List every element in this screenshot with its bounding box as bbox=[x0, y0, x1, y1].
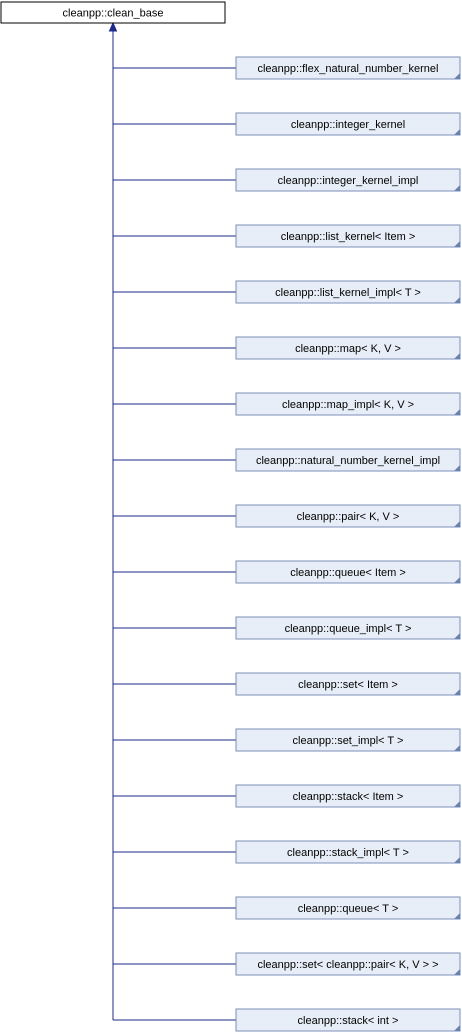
class-node-box bbox=[235, 784, 461, 808]
inheritance-arrowhead bbox=[108, 21, 118, 32]
more-indicator-icon bbox=[454, 857, 460, 863]
class-node-label: cleanpp::stack_impl< T > bbox=[287, 847, 409, 859]
class-node-label: cleanpp::list_kernel< Item > bbox=[281, 231, 416, 243]
more-indicator-icon bbox=[454, 801, 460, 807]
class-node-label: cleanpp::set_impl< T > bbox=[293, 735, 404, 747]
class-node-box bbox=[235, 672, 461, 696]
class-node-box bbox=[235, 448, 461, 472]
class-node[interactable]: cleanpp::map< K, V > bbox=[235, 336, 461, 360]
class-node-label: cleanpp::pair< K, V > bbox=[297, 511, 400, 523]
inheritance-edges bbox=[108, 21, 236, 1021]
class-node-box bbox=[235, 112, 461, 136]
class-node[interactable]: cleanpp::set< cleanpp::pair< K, V > > bbox=[235, 952, 461, 976]
more-indicator-icon bbox=[454, 913, 460, 919]
class-node-box bbox=[235, 336, 461, 360]
class-node-box bbox=[235, 280, 461, 304]
class-node[interactable]: cleanpp::set< Item > bbox=[235, 672, 461, 696]
class-node[interactable]: cleanpp::queue_impl< T > bbox=[235, 616, 461, 640]
class-node[interactable]: cleanpp::queue< T > bbox=[235, 896, 461, 920]
class-node-label: cleanpp::natural_number_kernel_impl bbox=[256, 455, 440, 467]
class-node-box bbox=[235, 1008, 461, 1032]
more-indicator-icon bbox=[454, 969, 460, 975]
class-node[interactable]: cleanpp::integer_kernel bbox=[235, 112, 461, 136]
class-node[interactable]: cleanpp::queue< Item > bbox=[235, 560, 461, 584]
class-node-label: cleanpp::queue< Item > bbox=[290, 567, 406, 579]
class-node-label: cleanpp::queue_impl< T > bbox=[285, 623, 412, 635]
class-node[interactable]: cleanpp::natural_number_kernel_impl bbox=[235, 448, 461, 472]
class-node[interactable]: cleanpp::stack< Item > bbox=[235, 784, 461, 808]
class-node[interactable]: cleanpp::list_kernel_impl< T > bbox=[235, 280, 461, 304]
more-indicator-icon bbox=[454, 521, 460, 527]
class-node-box bbox=[235, 896, 461, 920]
class-node[interactable]: cleanpp::list_kernel< Item > bbox=[235, 224, 461, 248]
class-node-label: cleanpp::integer_kernel bbox=[291, 119, 405, 131]
root-node[interactable]: cleanpp::clean_base bbox=[0, 1, 226, 24]
class-node-label: cleanpp::set< cleanpp::pair< K, V > > bbox=[257, 959, 438, 971]
more-indicator-icon bbox=[454, 465, 460, 471]
more-indicator-icon bbox=[454, 241, 460, 247]
class-node[interactable]: cleanpp::stack_impl< T > bbox=[235, 840, 461, 864]
class-node[interactable]: cleanpp::flex_natural_number_kernel bbox=[235, 56, 461, 80]
class-node-label: cleanpp::set< Item > bbox=[298, 679, 398, 691]
more-indicator-icon bbox=[454, 297, 460, 303]
class-node-box bbox=[235, 392, 461, 416]
class-node-box bbox=[235, 952, 461, 976]
class-node-label: cleanpp::stack< int > bbox=[298, 1015, 399, 1027]
class-node-label: cleanpp::map< K, V > bbox=[295, 343, 401, 355]
more-indicator-icon bbox=[454, 409, 460, 415]
more-indicator-icon bbox=[454, 689, 460, 695]
class-node[interactable]: cleanpp::stack< int > bbox=[235, 1008, 461, 1032]
more-indicator-icon bbox=[454, 129, 460, 135]
class-node[interactable]: cleanpp::map_impl< K, V > bbox=[235, 392, 461, 416]
class-node-box bbox=[235, 840, 461, 864]
class-node-box bbox=[235, 56, 461, 80]
class-node-label: cleanpp::integer_kernel_impl bbox=[278, 175, 419, 187]
more-indicator-icon bbox=[454, 745, 460, 751]
class-node-label: cleanpp::queue< T > bbox=[298, 903, 399, 915]
more-indicator-icon bbox=[454, 577, 460, 583]
more-indicator-icon bbox=[454, 73, 460, 79]
class-node-box bbox=[235, 168, 461, 192]
class-node[interactable]: cleanpp::pair< K, V > bbox=[235, 504, 461, 528]
class-node-box bbox=[235, 728, 461, 752]
class-node-label: cleanpp::flex_natural_number_kernel bbox=[257, 63, 438, 75]
more-indicator-icon bbox=[454, 353, 460, 359]
class-node-box bbox=[235, 224, 461, 248]
root-node-box bbox=[0, 1, 226, 24]
more-indicator-icon bbox=[454, 633, 460, 639]
class-node[interactable]: cleanpp::set_impl< T > bbox=[235, 728, 461, 752]
derived-class-nodes: cleanpp::flex_natural_number_kernelclean… bbox=[235, 56, 461, 1032]
class-node-box bbox=[235, 504, 461, 528]
more-indicator-icon bbox=[454, 1025, 460, 1031]
class-node-box bbox=[235, 616, 461, 640]
class-node[interactable]: cleanpp::integer_kernel_impl bbox=[235, 168, 461, 192]
class-node-label: cleanpp::list_kernel_impl< T > bbox=[275, 287, 421, 299]
class-node-box bbox=[235, 560, 461, 584]
more-indicator-icon bbox=[454, 185, 460, 191]
class-node-label: cleanpp::map_impl< K, V > bbox=[282, 399, 414, 411]
class-node-label: cleanpp::stack< Item > bbox=[293, 791, 404, 803]
root-node-label: cleanpp::clean_base bbox=[63, 8, 164, 20]
